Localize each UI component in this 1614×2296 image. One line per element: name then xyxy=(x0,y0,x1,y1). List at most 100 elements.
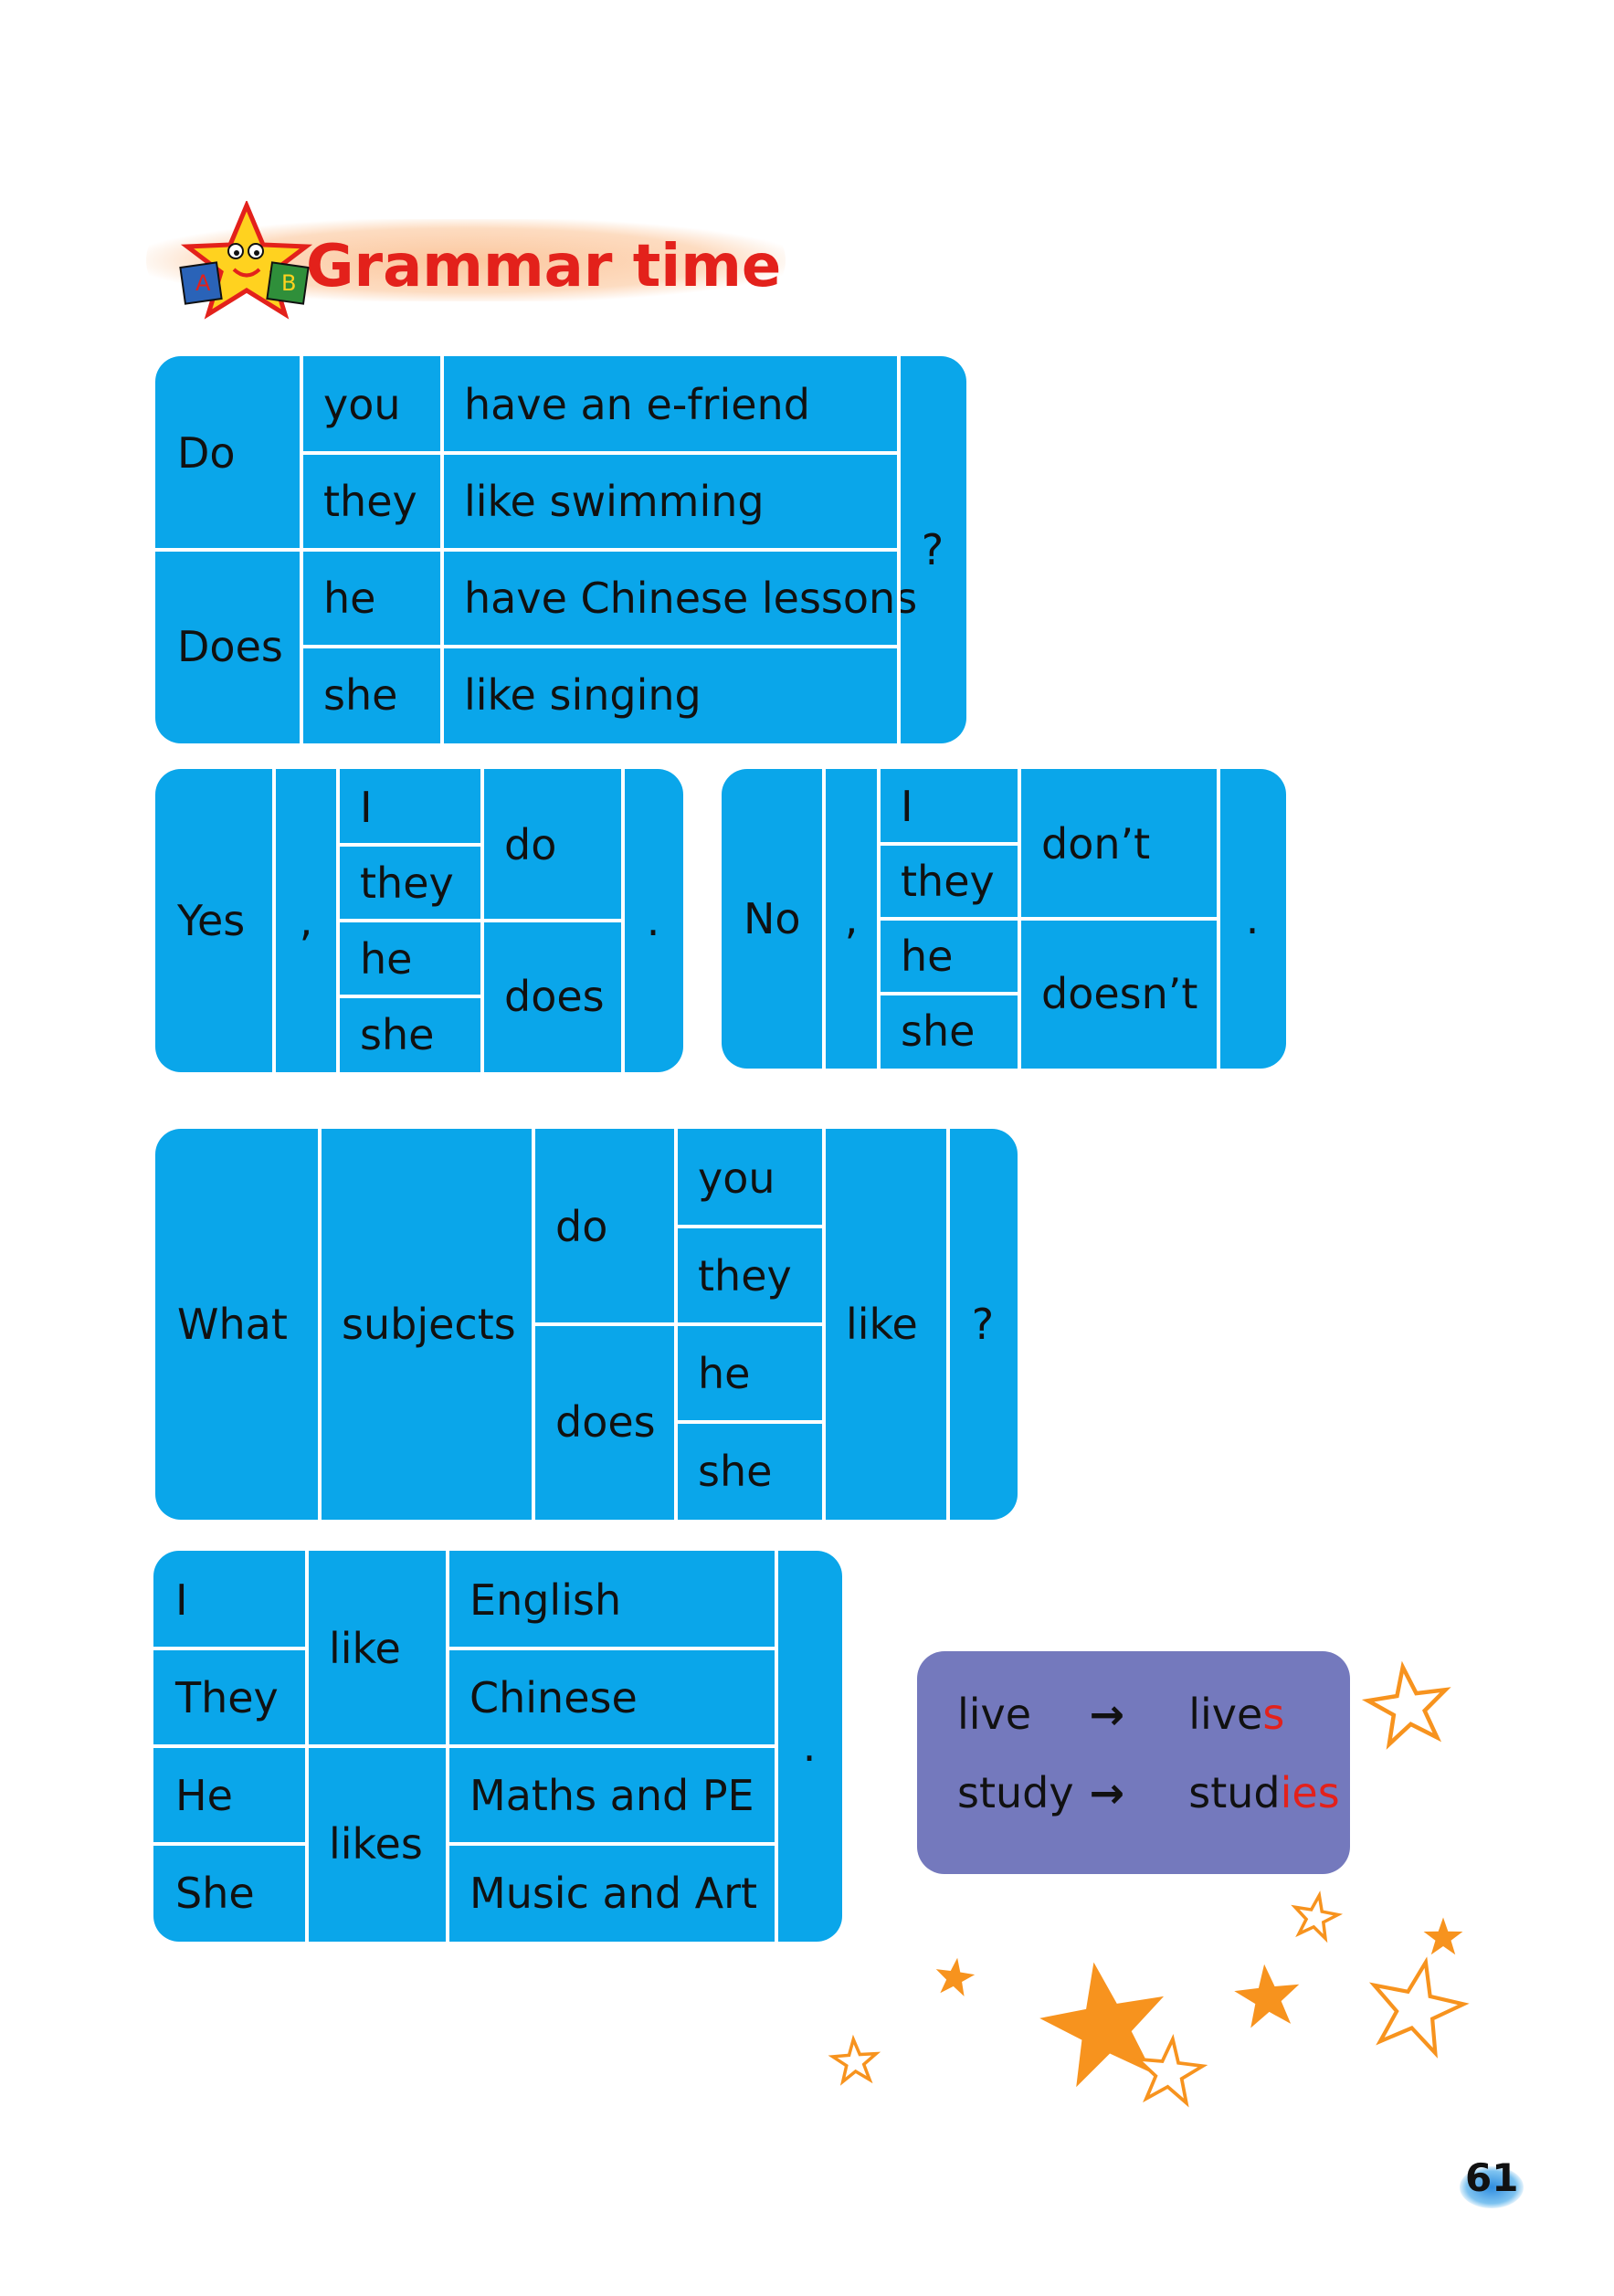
divider xyxy=(153,1744,776,1748)
aux-does: does xyxy=(555,1397,656,1447)
page-number: 61 xyxy=(1465,2155,1519,2200)
aux-do: Do xyxy=(177,428,236,478)
star-outline-icon xyxy=(1289,1890,1343,1942)
page-title: Grammar time xyxy=(306,233,782,300)
third-person-spelling-box: live → lives study → studies xyxy=(917,1651,1350,1874)
verb-stem: live xyxy=(1188,1690,1263,1739)
verb-like: like xyxy=(846,1300,918,1349)
subject-cell: She xyxy=(175,1868,255,1918)
conversion-row: live → lives xyxy=(957,1690,1284,1739)
object-cell: Chinese xyxy=(469,1672,638,1722)
divider xyxy=(621,769,625,1072)
subject-cell: they xyxy=(698,1250,792,1301)
full-stop: . xyxy=(1245,894,1260,943)
divider xyxy=(338,843,482,847)
predicate-cell: have Chinese lessons xyxy=(464,574,918,623)
object-cell: English xyxy=(469,1575,622,1625)
divider xyxy=(676,1420,824,1424)
header: A B Grammar time xyxy=(128,183,786,320)
subject-cell: you xyxy=(323,380,401,429)
arrow-icon: → xyxy=(1089,1768,1125,1817)
subject-cell: she xyxy=(360,1009,435,1059)
comma: , xyxy=(844,894,859,943)
aux-do: do xyxy=(555,1202,608,1251)
divider xyxy=(676,1225,824,1228)
verb-dont: don’t xyxy=(1041,819,1151,869)
conversion-row: study → studies xyxy=(957,1768,1340,1817)
verb-like: like xyxy=(329,1624,401,1673)
subject-cell: I xyxy=(360,782,373,832)
subject-cell: you xyxy=(698,1153,775,1203)
divider xyxy=(155,548,899,552)
divider xyxy=(301,645,899,648)
star-outline-icon xyxy=(1364,1661,1451,1746)
divider xyxy=(897,356,901,743)
divider xyxy=(153,1842,307,1846)
subject-cell: she xyxy=(323,670,398,720)
verb-likes: likes xyxy=(329,1819,423,1869)
base-verb: live xyxy=(957,1690,1032,1739)
verb-does: does xyxy=(504,972,605,1021)
yes-answer-table: Yes , I they he she do does . xyxy=(155,769,683,1072)
subject-cell: he xyxy=(323,574,376,623)
object-cell: Music and Art xyxy=(469,1868,758,1918)
svg-text:A: A xyxy=(195,270,211,296)
subject-cell: they xyxy=(360,858,454,908)
divider xyxy=(879,992,1019,995)
divider xyxy=(822,769,826,1069)
divider xyxy=(775,1551,778,1942)
star-outline-icon xyxy=(829,2036,880,2084)
subject-cell: He xyxy=(175,1770,233,1820)
star-solid-icon xyxy=(1231,1960,1303,2029)
predicate-cell: like swimming xyxy=(464,477,765,526)
divider xyxy=(879,917,1218,921)
subject-cell: they xyxy=(901,857,995,906)
question-mark: ? xyxy=(971,1300,995,1349)
yes-word: Yes xyxy=(177,896,246,945)
full-stop: . xyxy=(646,896,660,945)
divider xyxy=(153,1647,307,1650)
subject-cell: she xyxy=(698,1446,773,1496)
divider xyxy=(533,1322,824,1326)
base-verb: study xyxy=(957,1768,1074,1817)
divider xyxy=(272,769,276,1072)
divider xyxy=(822,1129,826,1520)
subjects-word: subjects xyxy=(342,1300,516,1349)
divider xyxy=(318,1129,322,1520)
subject-cell: I xyxy=(901,782,913,831)
wh-question-table: What subjects do does you they he she li… xyxy=(155,1129,1018,1520)
object-cell: Maths and PE xyxy=(469,1770,754,1820)
star-outline-icon xyxy=(1132,2034,1208,2106)
divider xyxy=(338,995,482,998)
divider xyxy=(946,1129,950,1520)
verb-stem: stud xyxy=(1188,1768,1281,1817)
no-word: No xyxy=(744,894,801,943)
star-solid-icon xyxy=(1423,1917,1463,1955)
full-stop: . xyxy=(802,1722,817,1771)
verb-do: do xyxy=(504,820,557,869)
question-mark: ? xyxy=(921,525,944,574)
subject-cell: they xyxy=(323,477,417,526)
predicate-cell: have an e-friend xyxy=(464,380,810,429)
divider xyxy=(301,451,899,455)
subject-cell: They xyxy=(175,1672,279,1722)
divider xyxy=(338,919,623,922)
subject-cell: he xyxy=(901,932,954,981)
what-word: What xyxy=(177,1300,288,1349)
subject-cell: he xyxy=(360,933,413,984)
yes-no-question-table: Do Does you they he she have an e-friend… xyxy=(155,356,966,743)
no-answer-table: No , I they he she don’t doesn’t . xyxy=(722,769,1286,1069)
arrow-icon: → xyxy=(1089,1690,1125,1739)
statement-table: I They He She like likes English Chinese… xyxy=(153,1551,842,1942)
comma: , xyxy=(299,896,313,945)
divider xyxy=(1217,769,1220,1069)
subject-cell: she xyxy=(901,1006,976,1056)
verb-doesnt: doesn’t xyxy=(1041,969,1198,1018)
star-outline-icon xyxy=(1363,1953,1471,2057)
verb-suffix: ies xyxy=(1280,1768,1340,1817)
subject-cell: I xyxy=(175,1575,188,1625)
divider xyxy=(879,842,1019,846)
star-mascot-icon: A B xyxy=(179,201,313,320)
svg-text:B: B xyxy=(281,270,296,296)
divider xyxy=(448,1842,776,1846)
